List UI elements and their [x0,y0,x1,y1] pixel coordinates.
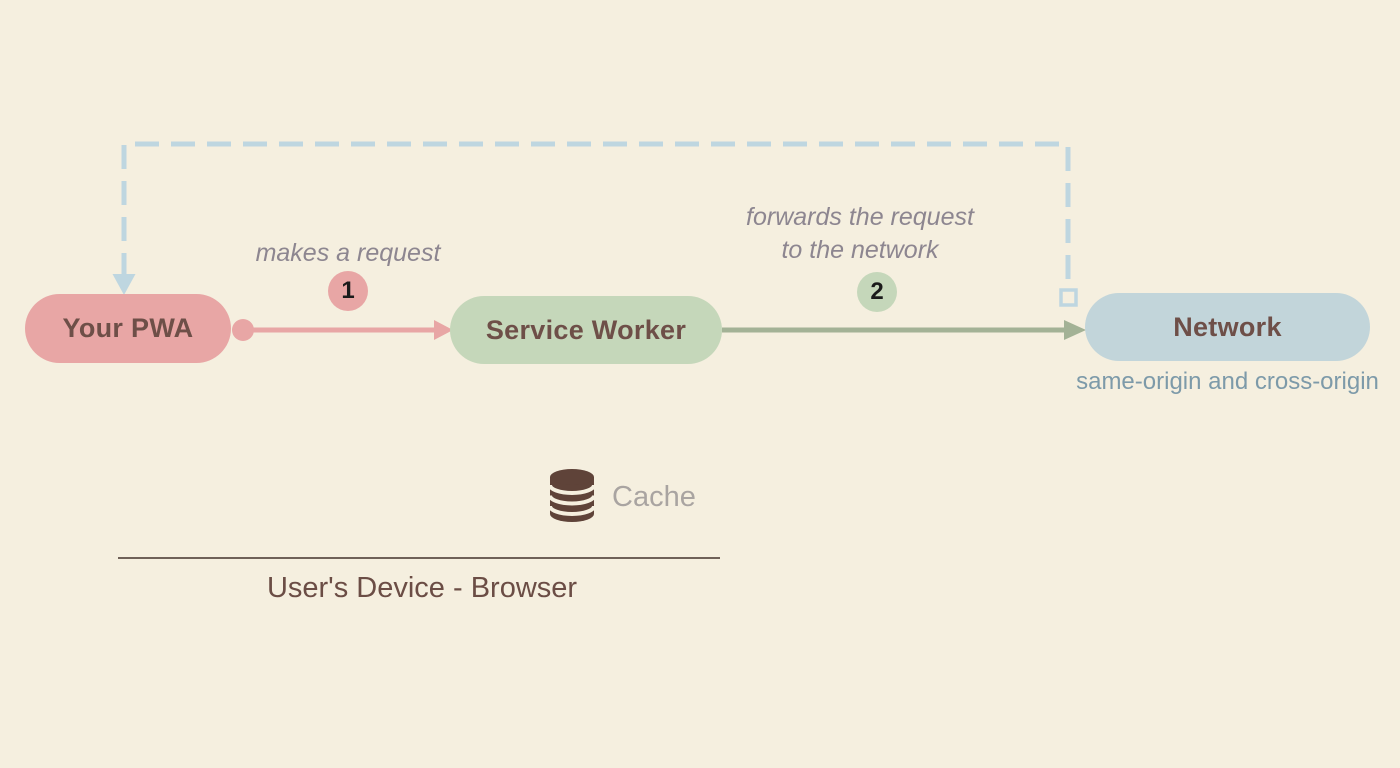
network-subtitle: same-origin and cross-origin [1076,368,1379,395]
node-network: Network [1085,293,1370,361]
cache-group: Cache [548,468,696,526]
database-icon [548,469,596,522]
node-your-pwa-label: Your PWA [62,313,194,343]
device-boundary-line [118,557,720,559]
node-service-worker-label: Service Worker [485,314,687,345]
request-arrowhead-icon [434,320,453,340]
request-origin-dot-icon [232,319,254,341]
device-label: User's Device - Browser [266,572,578,604]
step-badge-1-number: 1 [341,277,355,304]
forward-edge-label: forwards the request to the network [710,201,1010,267]
step-badge-2: 2 [857,272,897,312]
response-endpoint-square-icon [1059,288,1078,307]
node-your-pwa: Your PWA [25,294,231,363]
response-arrowhead-icon [112,274,136,295]
cache-label: Cache [612,480,696,513]
step-badge-1: 1 [328,271,368,311]
node-service-worker: Service Worker [450,296,722,364]
forward-edge-label-line2: to the network [781,236,939,264]
step-badge-2-number: 2 [870,278,884,305]
forward-edge-label-line1: forwards the request [746,203,974,231]
forward-arrowhead-icon [1064,320,1086,340]
node-network-label: Network [1173,311,1282,342]
request-edge-label: makes a request [255,239,441,267]
